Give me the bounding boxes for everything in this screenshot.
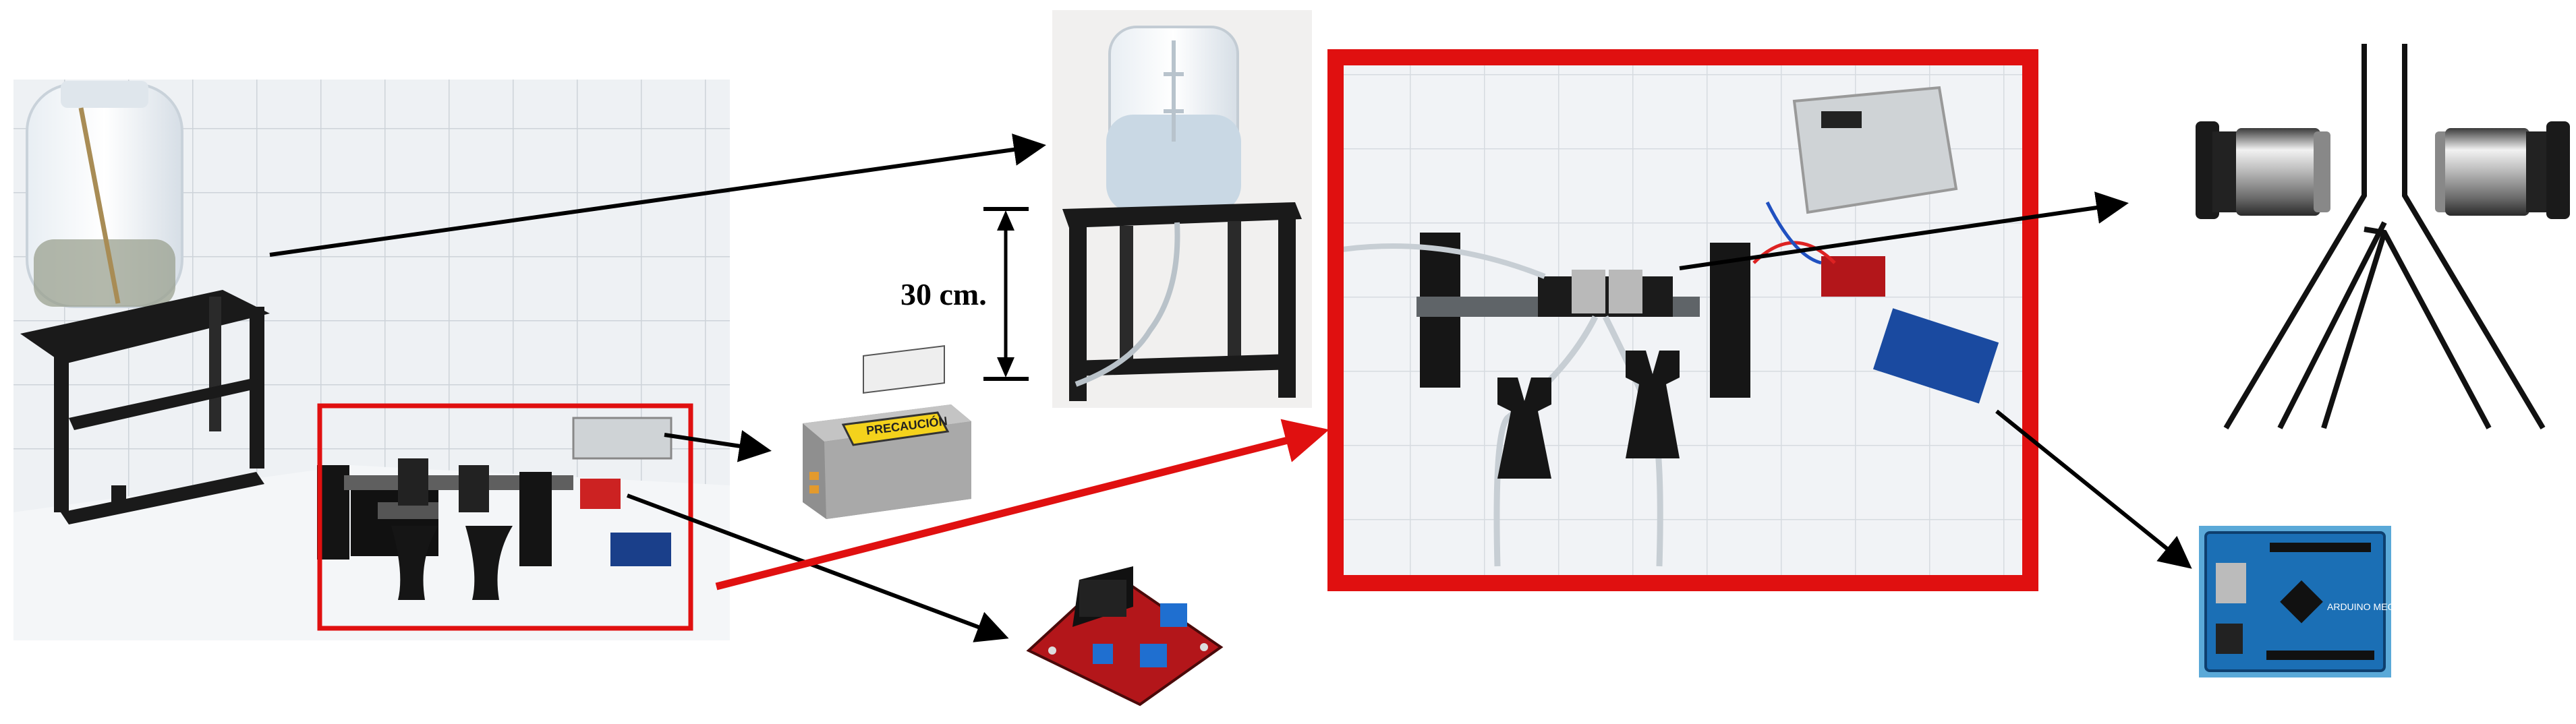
arduino-label: ARDUINO MEGA bbox=[2327, 601, 2401, 612]
arrow-tank bbox=[269, 133, 1046, 257]
highlight-box-closeup bbox=[1327, 49, 2038, 591]
y-tube-with-pinch-valves-icon bbox=[2223, 44, 2546, 430]
height-dimension bbox=[983, 207, 1029, 381]
highlight-box-rig bbox=[317, 403, 693, 631]
tank-render bbox=[1052, 10, 1312, 408]
pinch-valve-right-icon bbox=[2435, 121, 2570, 219]
height-label: 30 cm. bbox=[900, 277, 987, 311]
arrow-arduino bbox=[1995, 409, 2192, 569]
setup-photo bbox=[13, 80, 730, 640]
arrow-y-tube bbox=[1679, 191, 2129, 270]
arrow-power-supply bbox=[664, 430, 772, 462]
rig-closeup-photo bbox=[1336, 57, 2030, 583]
water-bottle-on-stand-icon bbox=[20, 81, 270, 524]
motor-driver-board-icon bbox=[1026, 566, 1224, 706]
arrow-motor-driver bbox=[626, 493, 1009, 642]
arrows bbox=[269, 133, 2192, 642]
pinch-valve-left-icon bbox=[2196, 121, 2330, 219]
arrow-closeup bbox=[715, 419, 1329, 591]
power-supply-icon: PRECAUCIÓN bbox=[803, 344, 971, 519]
arduino-mega-icon: ARDUINO MEGA bbox=[2199, 526, 2401, 677]
